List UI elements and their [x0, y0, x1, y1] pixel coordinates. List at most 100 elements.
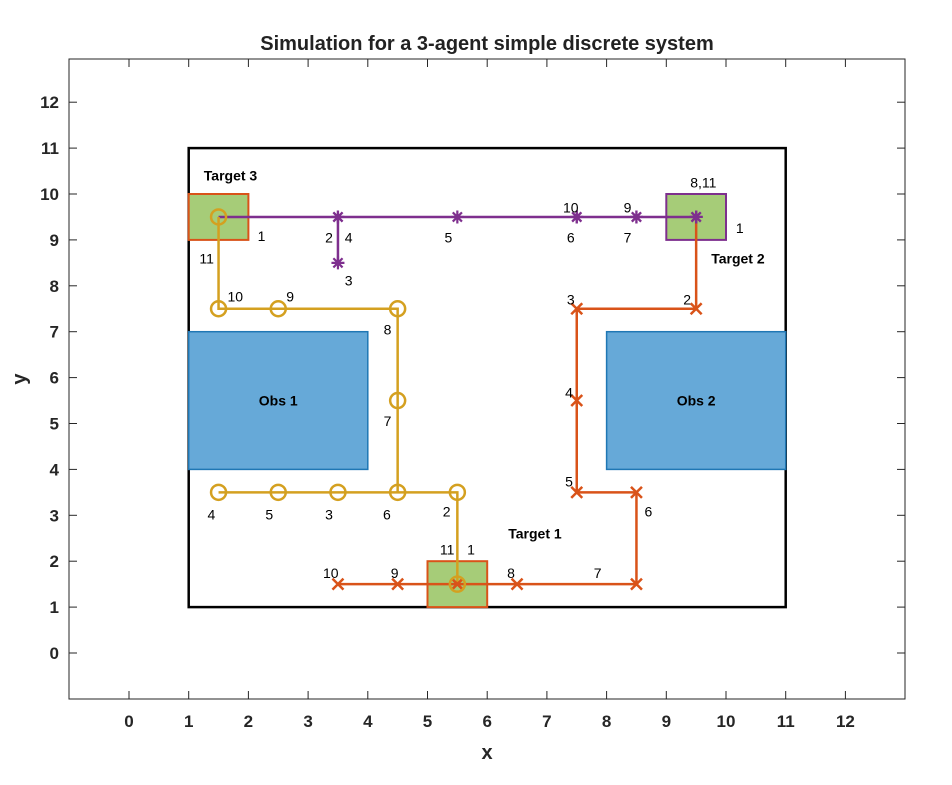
x-tick-label: 0: [124, 712, 133, 731]
step-label: 7: [624, 230, 632, 246]
step-label: 9: [391, 565, 399, 581]
step-label: 6: [383, 506, 391, 522]
y-tick-label: 8: [50, 277, 59, 296]
agent-marker-asterisk: [331, 256, 345, 270]
obstacle-label: Obs 2: [677, 393, 716, 409]
agent-marker-asterisk: [570, 210, 584, 224]
y-tick-label: 10: [40, 185, 59, 204]
x-tick-label: 12: [836, 712, 855, 731]
marker-asterisk-shape: [450, 210, 464, 224]
x-tick-label: 6: [482, 712, 491, 731]
agent-marker-x: [570, 302, 584, 316]
obstacle: [187, 330, 369, 471]
agent-marker-circle: [329, 483, 347, 502]
marker-circle-shape: [269, 483, 287, 502]
agent-marker-x: [450, 577, 464, 591]
step-label: 6: [567, 230, 575, 246]
x-tick-label: 11: [777, 712, 795, 731]
y-tick-label: 0: [50, 644, 59, 663]
agent-marker-circle: [209, 208, 228, 226]
obstacle: [605, 330, 787, 471]
step-label: 8: [384, 321, 392, 337]
step-label: 4: [345, 230, 353, 246]
agent-marker-asterisk: [689, 210, 703, 224]
step-label: 5: [265, 506, 273, 522]
agent-marker-circle: [269, 483, 287, 502]
step-label: 9: [286, 288, 294, 304]
marker-x-shape: [391, 577, 405, 591]
step-label: 3: [345, 272, 353, 288]
marker-x-shape: [450, 577, 464, 591]
step-label: 5: [444, 230, 452, 246]
marker-asterisk-shape: [331, 210, 345, 224]
step-label: 3: [567, 292, 575, 308]
marker-asterisk-shape: [629, 210, 643, 224]
x-tick-label: 9: [662, 712, 671, 731]
x-tick-label: 8: [602, 712, 611, 731]
step-label: 4: [565, 384, 573, 400]
step-label: 4: [207, 506, 215, 522]
agent-marker-asterisk: [331, 210, 345, 224]
step-label: 2: [325, 230, 333, 246]
agent-marker-circle: [209, 483, 228, 502]
step-label: 5: [565, 473, 573, 489]
marker-circle-shape: [388, 300, 407, 318]
step-label: 7: [594, 565, 602, 581]
marker-asterisk-shape: [331, 256, 345, 270]
agent-marker-x: [630, 577, 643, 591]
marker-circle-shape: [209, 208, 228, 226]
step-label: 10: [227, 288, 243, 304]
agent-marker-x: [570, 394, 584, 407]
x-axis-label: x: [481, 742, 492, 764]
agent-marker-circle: [388, 300, 407, 318]
marker-circle-shape: [209, 483, 228, 502]
agent-marker-x: [630, 485, 643, 499]
step-label: 11: [440, 542, 455, 558]
agent-marker-circle: [269, 300, 287, 318]
x-tick-label: 3: [303, 712, 312, 731]
step-label: 11: [199, 250, 214, 266]
agent-marker-x: [570, 485, 584, 499]
marker-x-shape: [570, 302, 584, 316]
step-label: 10: [563, 199, 579, 215]
agent-marker-x: [689, 302, 703, 316]
marker-x-shape: [630, 485, 643, 499]
target-label: Target 3: [204, 168, 258, 184]
step-label: 10: [323, 565, 339, 581]
y-tick-label: 6: [50, 369, 59, 388]
agent-3-route: [217, 216, 459, 585]
marker-circle-shape: [329, 483, 347, 502]
marker-circle-shape: [388, 391, 407, 410]
step-label: 9: [624, 199, 632, 215]
agent-marker-circle: [448, 575, 467, 593]
marker-asterisk-shape: [689, 210, 703, 224]
agent-marker-asterisk: [629, 210, 643, 224]
y-tick-label: 12: [40, 93, 59, 112]
marker-circle-shape: [209, 300, 228, 318]
y-tick-label: 9: [50, 231, 59, 250]
agent-marker-x: [331, 577, 345, 591]
marker-circle-shape: [448, 483, 467, 502]
marker-asterisk-shape: [570, 210, 584, 224]
agent-marker-circle: [388, 391, 407, 410]
marker-circle-shape: [388, 483, 407, 502]
agent-marker-x: [391, 577, 405, 591]
step-label: 2: [443, 504, 451, 520]
marker-x-shape: [570, 485, 584, 499]
step-label: 2: [683, 292, 691, 308]
agent-2-route: [218, 215, 697, 263]
agent-marker-asterisk: [450, 210, 464, 224]
y-tick-label: 7: [50, 323, 59, 342]
step-label: 6: [644, 504, 652, 520]
obstacle-label: Obs 1: [259, 393, 298, 409]
target-label: Target 1: [508, 526, 562, 542]
marker-x-shape: [570, 394, 584, 407]
y-tick-label: 11: [41, 139, 59, 158]
x-tick-label: 5: [423, 712, 432, 731]
x-tick-label: 4: [363, 712, 373, 731]
y-tick-label: 5: [50, 415, 59, 434]
agent-marker-circle: [388, 483, 407, 502]
x-tick-label: 7: [542, 712, 551, 731]
